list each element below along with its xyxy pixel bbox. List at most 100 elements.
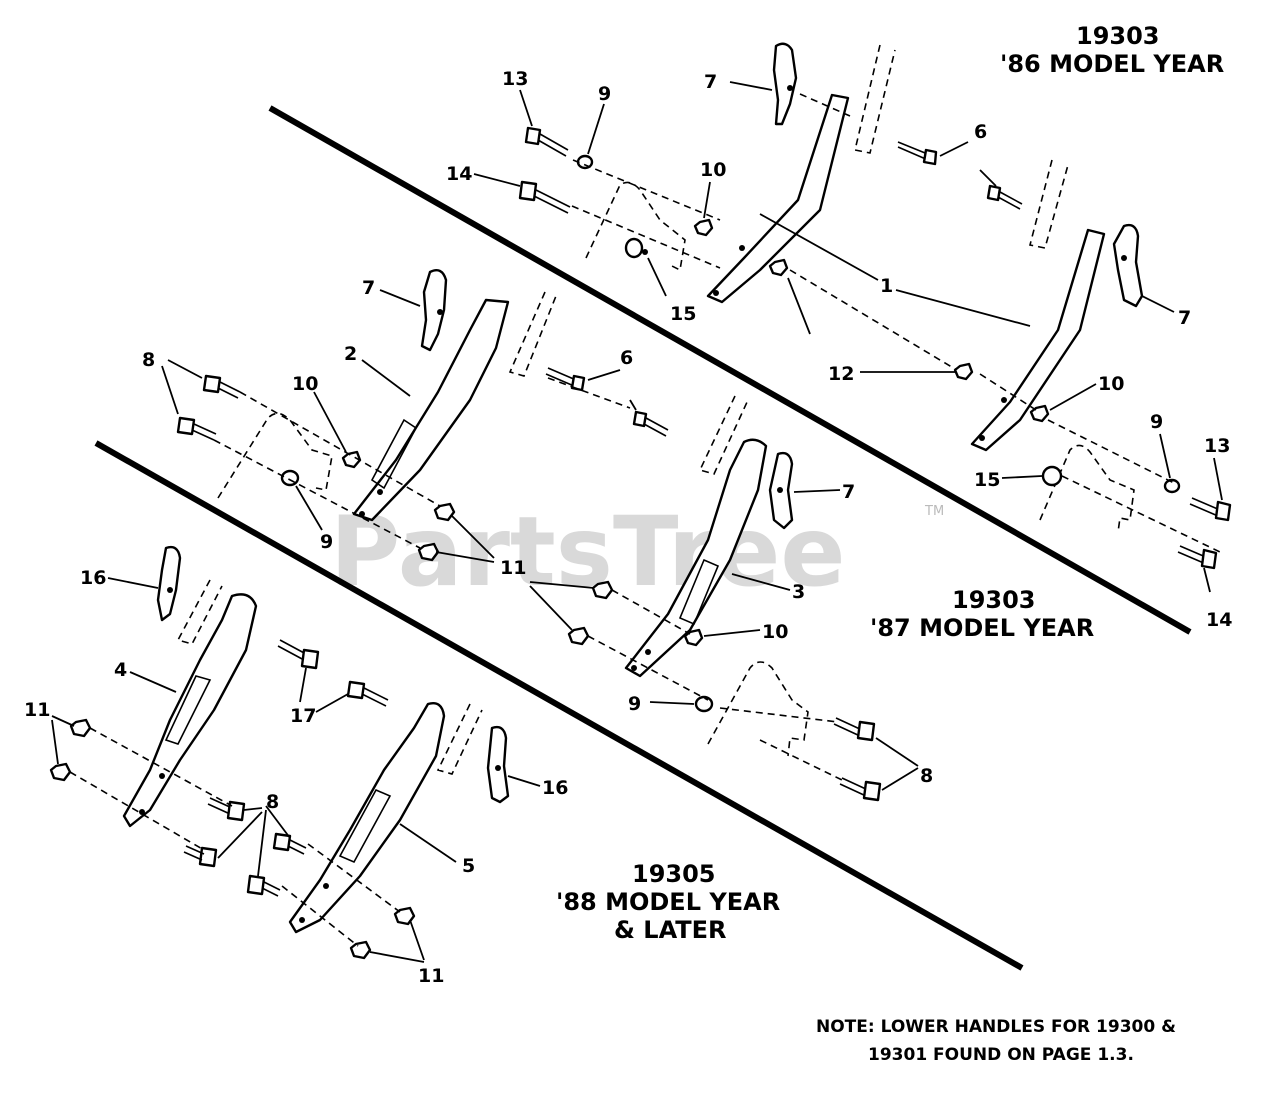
part-16-knob xyxy=(156,545,182,622)
callout-10-left: 10 xyxy=(292,373,318,395)
callout-12: 12 xyxy=(828,363,854,385)
part-9-washer-right xyxy=(1163,478,1181,494)
callout-11-lower: 11 xyxy=(418,965,444,987)
part-16-knob-right xyxy=(486,725,510,804)
part-8-bolt-b xyxy=(176,416,217,441)
part-6-bolt-87-right xyxy=(632,410,669,437)
callout-8-87: 8 xyxy=(920,765,933,787)
section-86-model: 19303 xyxy=(1076,22,1160,50)
part-8-bolt-c xyxy=(833,717,876,742)
callout-15-right: 15 xyxy=(974,469,1000,491)
callout-3: 3 xyxy=(792,581,805,603)
part-1-lower-handle-second xyxy=(970,228,1106,452)
part-8-bolt-a xyxy=(202,374,241,399)
callout-14-right: 14 xyxy=(1206,609,1232,631)
callout-16-right: 16 xyxy=(542,777,568,799)
part-6-bolt-right xyxy=(986,184,1023,210)
group-87-model-year xyxy=(176,269,882,802)
callout-16: 16 xyxy=(80,567,106,589)
section-title-87: 19303 '87 MODEL YEAR xyxy=(870,586,1094,642)
part-11-nut-a xyxy=(433,502,456,522)
leader-lines xyxy=(51,81,1223,963)
callout-11-left: 11 xyxy=(24,699,50,721)
part-1-lower-handle xyxy=(706,93,850,304)
divider-line-upper xyxy=(268,105,1192,635)
callout-9-right: 9 xyxy=(1150,411,1163,433)
part-8-bolt-h xyxy=(246,874,281,897)
section-88-extra: & LATER xyxy=(614,916,727,944)
part-7-handle-knob xyxy=(772,42,798,126)
callout-10-right: 10 xyxy=(1098,373,1124,395)
part-8-bolt-d xyxy=(839,777,882,802)
callout-8-lower: 8 xyxy=(266,791,279,813)
part-9-washer-middle xyxy=(280,469,300,487)
note-line-2: 19301 FOUND ON PAGE 1.3. xyxy=(868,1045,1134,1065)
part-12-nut xyxy=(768,258,789,277)
callout-6-middle: 6 xyxy=(620,347,633,369)
upper-handle-tube-dashed xyxy=(854,44,1069,249)
callout-2: 2 xyxy=(344,343,357,365)
group-right-assembly xyxy=(953,184,1232,570)
part-11-nut-e xyxy=(69,718,92,738)
callout-10-87: 10 xyxy=(762,621,788,643)
callout-5: 5 xyxy=(462,855,475,877)
part-8-bolt-f xyxy=(183,845,218,868)
part-11-nut-h xyxy=(349,940,372,960)
group-88-model-year xyxy=(49,545,510,960)
section-87-year: '87 MODEL YEAR xyxy=(870,614,1094,642)
part-10-nut xyxy=(693,218,714,237)
divider-line-lower xyxy=(94,440,1024,971)
part-7-knob-right xyxy=(1112,223,1144,308)
callout-15: 15 xyxy=(670,303,696,325)
part-9-washer-87 xyxy=(694,695,714,713)
part-11-nut-b xyxy=(417,542,440,562)
part-11-nut-c xyxy=(591,580,614,600)
part-7-knob-left xyxy=(420,269,448,352)
part-4-lower-handle xyxy=(122,593,258,828)
part-5-lower-handle xyxy=(288,702,446,934)
callout-7: 7 xyxy=(704,71,717,93)
callout-8-left: 8 xyxy=(142,349,155,371)
part-15-spacer-right xyxy=(1041,465,1063,487)
part-15-spacer xyxy=(624,237,648,259)
callout-7-87: 7 xyxy=(842,481,855,503)
note-line-1: NOTE: LOWER HANDLES FOR 19300 & xyxy=(816,1017,1176,1037)
part-3-lower-handle xyxy=(624,438,768,678)
callout-4: 4 xyxy=(114,659,127,681)
callout-14: 14 xyxy=(446,163,472,185)
footnote: NOTE: LOWER HANDLES FOR 19300 & 19301 FO… xyxy=(816,1017,1176,1065)
part-10-nut-middle xyxy=(341,450,362,469)
part-8-bolt-e xyxy=(207,797,246,822)
part-11-nut-d xyxy=(567,626,590,646)
part-12-nut-right xyxy=(953,362,974,381)
callout-10: 10 xyxy=(700,159,726,181)
part-6-bolt-upper xyxy=(897,141,938,166)
section-87-model: 19303 xyxy=(952,586,1036,614)
part-13-bolt-right xyxy=(1189,497,1232,522)
section-88-model: 19305 xyxy=(632,860,716,888)
part-2-lower-handle xyxy=(352,298,510,522)
watermark-text: PartsTree xyxy=(330,496,845,608)
part-17-bolt-a xyxy=(277,639,320,670)
callout-9: 9 xyxy=(598,83,611,105)
callout-7-right: 7 xyxy=(1178,307,1191,329)
section-title-86: 19303 '86 MODEL YEAR xyxy=(1000,22,1224,78)
section-86-year: '86 MODEL YEAR xyxy=(1000,50,1224,78)
callout-1: 1 xyxy=(880,275,893,297)
callout-13-right: 13 xyxy=(1204,435,1230,457)
callout-11-middle: 11 xyxy=(500,557,526,579)
callout-13: 13 xyxy=(502,68,528,90)
section-title-88: 19305 '88 MODEL YEAR & LATER xyxy=(556,860,780,944)
group-86-model-year xyxy=(518,42,1069,373)
callout-numbers: 13 9 7 14 10 6 15 1 7 12 10 9 13 15 14 7… xyxy=(24,68,1232,987)
callout-6: 6 xyxy=(974,121,987,143)
section-88-year: '88 MODEL YEAR xyxy=(556,888,780,916)
part-17-bolt-b xyxy=(346,680,389,707)
callout-7-left: 7 xyxy=(362,277,375,299)
part-13-bolt xyxy=(524,126,569,157)
part-8-bolt-g xyxy=(272,832,307,855)
part-11-nut-f xyxy=(49,762,72,782)
part-14-bolt-right xyxy=(1177,545,1218,570)
callout-9-87: 9 xyxy=(628,693,641,715)
